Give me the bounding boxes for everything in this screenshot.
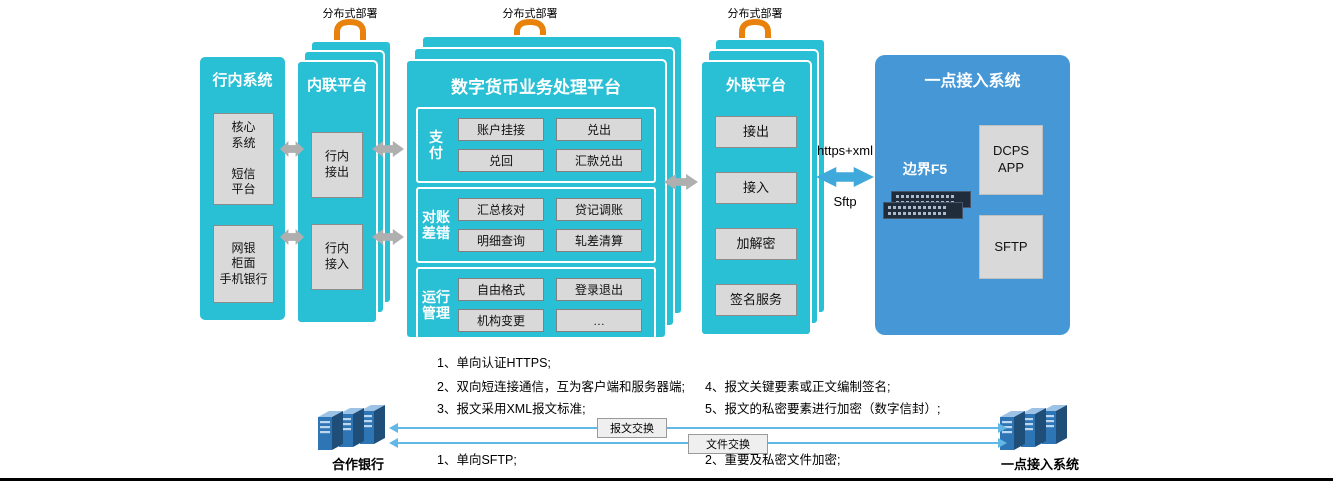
dcep-group-payment: 支 付 账户挂接 兑出 兑回 汇款兑出 bbox=[416, 107, 656, 183]
note-short-connection: 2、双向短连接通信，互为客户端和服务器端; bbox=[437, 380, 685, 394]
dcep-platform-title: 数字货币业务处理平台 bbox=[451, 78, 621, 97]
arrow-inner-dcep-bottom bbox=[372, 229, 404, 245]
arrow-bank-inner-bottom bbox=[280, 229, 304, 245]
dcep-item: … bbox=[556, 309, 642, 332]
dcep-item: 账户挂接 bbox=[458, 118, 544, 141]
dcep-item: 明细查询 bbox=[458, 229, 544, 252]
outer-item-out: 接出 bbox=[715, 116, 797, 148]
bank-system-panel: 行内系统 核心 系统 短信 平台 网银 柜面 手机银行 bbox=[200, 57, 285, 320]
note-signature: 4、报文关键要素或正文编制签名; bbox=[705, 380, 891, 394]
inner-platform-title: 内联平台 bbox=[306, 77, 367, 94]
inner-platform-stack: 内联平台 行内 接出 行内 接入 bbox=[296, 40, 392, 324]
dcep-item: 机构变更 bbox=[458, 309, 544, 332]
note-sftp: 1、单向SFTP; bbox=[437, 453, 517, 467]
dcep-item: 兑回 bbox=[458, 149, 544, 172]
channel-box: 网银 柜面 手机银行 bbox=[213, 225, 274, 303]
sftp-box: SFTP bbox=[979, 215, 1043, 279]
partner-bank-label: 合作银行 bbox=[331, 457, 384, 472]
https-xml-label: https+xml bbox=[817, 143, 873, 158]
dcep-platform-stack: 数字货币业务处理平台 支 付 账户挂接 兑出 兑回 汇款兑出 对账 差错 汇总核… bbox=[405, 35, 683, 343]
dcep-item: 汇总核对 bbox=[458, 198, 544, 221]
arrow-inner-dcep-top bbox=[372, 141, 404, 157]
bank-system-title: 行内系统 bbox=[212, 72, 273, 89]
note-file-encryption: 2、重要及私密文件加密; bbox=[705, 453, 841, 467]
deploy-label-outer: 分布式部署 bbox=[727, 8, 783, 20]
sftp-link-label: Sftp bbox=[833, 194, 857, 209]
outer-platform-stack: 外联平台 接出 接入 加解密 签名服务 bbox=[700, 38, 826, 336]
deploy-clamp-icon bbox=[735, 17, 775, 43]
access-system-title: 一点接入系统 bbox=[924, 73, 1021, 90]
deploy-clamp-icon bbox=[330, 17, 370, 43]
server-icon bbox=[318, 402, 398, 457]
dcep-group-reconciliation: 对账 差错 汇总核对 贷记调账 明细查询 轧差清算 bbox=[416, 187, 656, 263]
server-icon bbox=[1000, 402, 1080, 457]
arrow-message-exchange bbox=[389, 423, 1007, 433]
border-f5-label: 边界F5 bbox=[902, 161, 948, 177]
deploy-label-dcep: 分布式部署 bbox=[502, 8, 558, 20]
dcep-group-label: 对账 差错 bbox=[422, 208, 450, 241]
dcep-item: 自由格式 bbox=[458, 278, 544, 301]
dcep-group-grid: 账户挂接 兑出 兑回 汇款兑出 bbox=[454, 109, 654, 181]
dcep-item: 兑出 bbox=[556, 118, 642, 141]
inner-platform-panel: 内联平台 行内 接出 行内 接入 bbox=[296, 60, 378, 324]
dcep-group-grid: 汇总核对 贷记调账 明细查询 轧差清算 bbox=[454, 189, 654, 261]
outer-platform-panel: 外联平台 接出 接入 加解密 签名服务 bbox=[700, 60, 812, 336]
deploy-label-inner: 分布式部署 bbox=[322, 8, 378, 20]
note-https: 1、单向认证HTTPS; bbox=[437, 356, 551, 370]
inner-out-box: 行内 接出 bbox=[311, 132, 363, 198]
dcep-group-label: 运行 管理 bbox=[422, 288, 450, 321]
arrow-dcep-outer bbox=[664, 174, 698, 190]
dcps-app-box: DCPS APP bbox=[979, 125, 1043, 195]
dcep-item: 轧差清算 bbox=[556, 229, 642, 252]
network-switch-icon bbox=[881, 191, 973, 221]
outer-item-signature: 签名服务 bbox=[715, 284, 797, 316]
arrow-bank-inner-top bbox=[280, 141, 304, 157]
dcep-item: 汇款兑出 bbox=[556, 149, 642, 172]
outer-platform-title: 外联平台 bbox=[725, 77, 786, 94]
file-exchange-tag: 文件交换 bbox=[688, 434, 768, 454]
outer-item-in: 接入 bbox=[715, 172, 797, 204]
bottom-border bbox=[0, 478, 1333, 481]
note-xml-standard: 3、报文采用XML报文标准; bbox=[437, 402, 586, 416]
arrow-outer-access bbox=[816, 167, 874, 187]
message-exchange-tag: 报文交换 bbox=[597, 418, 667, 438]
dcep-item: 贷记调账 bbox=[556, 198, 642, 221]
outer-item-crypto: 加解密 bbox=[715, 228, 797, 260]
deploy-clamp-icon bbox=[510, 17, 550, 43]
dcep-item: 登录退出 bbox=[556, 278, 642, 301]
note-encryption: 5、报文的私密要素进行加密（数字信封）; bbox=[705, 402, 941, 416]
inner-in-box: 行内 接入 bbox=[311, 224, 363, 290]
dcep-platform-panel: 数字货币业务处理平台 支 付 账户挂接 兑出 兑回 汇款兑出 对账 差错 汇总核… bbox=[405, 59, 667, 343]
dcep-group-label: 支 付 bbox=[429, 128, 443, 161]
dcep-groups: 支 付 账户挂接 兑出 兑回 汇款兑出 对账 差错 汇总核对 贷记调账 明细查询… bbox=[416, 107, 656, 347]
core-system-box: 核心 系统 短信 平台 bbox=[213, 113, 274, 205]
dcep-group-grid: 自由格式 登录退出 机构变更 … bbox=[454, 269, 654, 341]
access-system-panel: 一点接入系统 边界F5 DCPS APP SFTP bbox=[875, 55, 1070, 335]
dcep-group-operation: 运行 管理 自由格式 登录退出 机构变更 … bbox=[416, 267, 656, 343]
access-system-label: 一点接入系统 bbox=[1000, 457, 1079, 472]
